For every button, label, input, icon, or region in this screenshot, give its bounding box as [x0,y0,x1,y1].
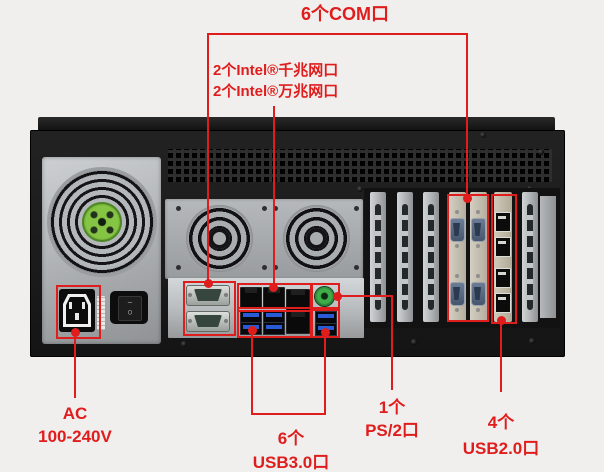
usb2-callout-line [500,322,502,392]
usb2-callout-dot [497,316,506,325]
com-callout-dot-right [463,194,472,203]
ps2-callout-line-v [391,295,393,390]
vent-grid [168,149,552,182]
com-ports-highlight-box [183,281,236,336]
chassis-top-edge [38,117,555,133]
usb2-port-3 [495,268,511,288]
blank-slot-cover-4 [522,192,538,322]
expansion-slot-area [364,188,560,328]
usb2-expansion-card [494,192,512,322]
com-port-1 [186,285,230,306]
usb3-bracket-left [251,330,253,415]
usb2-port-2 [495,237,511,257]
case-fan-1 [186,205,253,272]
ac-callout-line1: AC [62,404,88,423]
com-expansion-card-1 [449,192,466,322]
com-port-5 [471,218,486,242]
usb2-callout-count: 4个 [487,413,515,432]
lan-callout-line [273,106,275,286]
power-off-mark: ○ [127,308,133,316]
screw-icon [357,186,363,192]
lan-callout-line2: 2个Intel®万兆网口 [213,83,339,100]
com-callout-line-left [207,33,209,284]
com-callout-dot-left [204,279,213,288]
com-callout-label: 6个COM口 [300,4,389,24]
com-callout-line-right [466,33,468,197]
ps2-callout-count: 1个 [378,398,406,417]
screw-icon [181,341,187,347]
lan-callout-dot [269,283,278,292]
ac-callout-dot [71,328,80,337]
ps2-callout-dot [333,292,342,301]
com-port-2 [186,311,230,332]
ac-power-inlet [59,289,95,332]
power-supply-panel: – ○ [42,157,161,344]
power-switch: – ○ [110,291,148,324]
power-on-mark: – [127,298,133,306]
ps2-callout-label: PS/2口 [365,421,419,440]
screw-icon [411,339,417,345]
com-port-4 [450,282,465,306]
ac-callout-line [74,335,76,398]
usb2-callout-label: USB2.0口 [462,439,540,458]
power-rocker: – ○ [118,296,142,321]
ac-inlet-highlight-box [56,285,101,339]
slot-area-right-wall [540,196,556,318]
ps2-callout-line-h [338,295,393,297]
psu-label-sticker [97,296,105,330]
ac-callout-line2: 100-240V [38,427,112,446]
usb3-callout-count: 6个 [277,429,305,448]
blank-slot-cover-1 [370,192,386,322]
usb3-bracket-bottom [251,413,326,415]
com-port-6 [471,282,486,306]
screw-icon [538,149,544,155]
com-expansion-card-2 [470,192,487,322]
usb2-card-highlight-box [491,194,517,324]
blank-slot-cover-3 [423,192,439,322]
usb3-port-4 [263,322,285,335]
usb3-bracket-right [324,332,326,415]
psu-fan-hub [82,202,122,242]
com-cards-highlight-box [447,194,489,322]
usb2-port-1 [495,212,511,232]
com-callout-bracket-top [207,33,468,35]
psu-fan-grille [50,170,154,274]
screw-icon [529,338,535,344]
case-fan-panel [165,199,363,279]
blank-slot-cover-2 [397,192,413,322]
lan-callout-label: 2个Intel®千兆网口 2个Intel®万兆网口 [213,60,338,102]
lan-callout-line1: 2个Intel®千兆网口 [213,62,339,79]
case-fan-2 [283,205,350,272]
usb2-port-4 [495,293,511,313]
screw-icon [480,132,486,138]
ps2-port [315,287,334,306]
com-port-3 [450,218,465,242]
usb3-callout-label: USB3.0口 [252,453,330,472]
